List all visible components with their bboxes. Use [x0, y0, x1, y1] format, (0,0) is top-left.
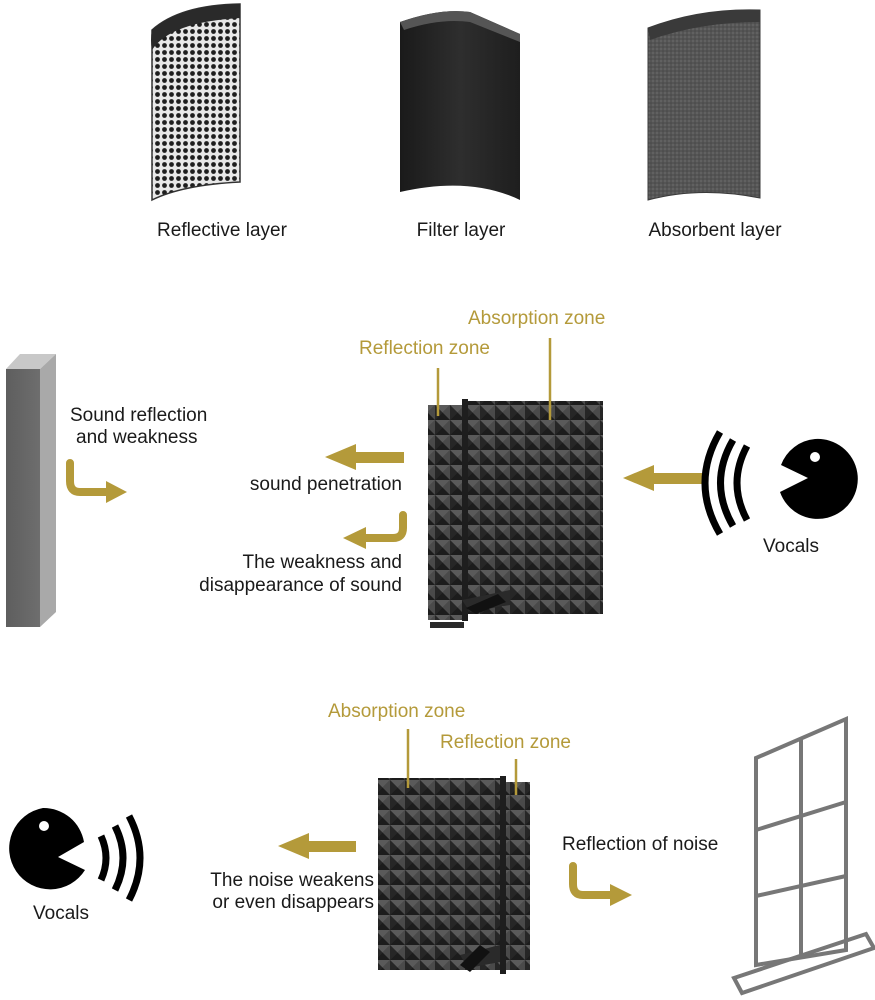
sound-reflection-label-line2: and weakness: [76, 427, 198, 448]
noise-reflection-label: Reflection of noise: [562, 834, 719, 855]
reflection-zone-label: Reflection zone: [440, 732, 571, 753]
zone-pointer-line: [436, 338, 552, 420]
noise-weakens-label-line2: or even disappears: [212, 892, 374, 913]
vocals-label: Vocals: [33, 903, 89, 924]
reflection-zone-label: Reflection zone: [359, 338, 490, 359]
left-arrow-icon: [278, 833, 356, 859]
foam-shield-icon: [378, 776, 530, 974]
absorbent-foam-icon: [647, 9, 761, 201]
layer-label: Filter layer: [416, 220, 506, 241]
absorption-zone-label: Absorption zone: [328, 701, 466, 722]
singing-face-icon: [9, 807, 144, 902]
right-to-left-arrow-icon: [623, 465, 702, 491]
filter-sheet-icon: [400, 11, 520, 200]
left-arrow-icon: [325, 444, 404, 470]
perforated-metal-icon: [151, 3, 241, 202]
sound-weakness-label-line1: The weakness and: [242, 552, 403, 573]
singing-face-icon: [701, 430, 858, 536]
absorption-zone-label: Absorption zone: [468, 308, 606, 329]
sound-penetration-label: sound penetration: [249, 474, 402, 495]
sound-weakness-label-line2: disappearance of sound: [199, 575, 402, 596]
u-turn-arrow-icon: [66, 459, 127, 503]
zone-pointer-line: [406, 729, 518, 795]
vocals-label: Vocals: [763, 536, 819, 557]
noise-weakens-label-line1: The noise weakens: [210, 870, 374, 891]
u-turn-arrow-icon: [569, 862, 632, 906]
sound-reflection-label-line1: Sound reflection: [70, 405, 208, 426]
u-turn-arrow-icon: [343, 511, 407, 549]
layer-label: Reflective layer: [157, 220, 287, 241]
layer-label: Absorbent layer: [648, 220, 782, 241]
wall-icon: [6, 354, 56, 627]
foam-shield-icon: [428, 399, 603, 628]
window-icon: [731, 715, 875, 996]
